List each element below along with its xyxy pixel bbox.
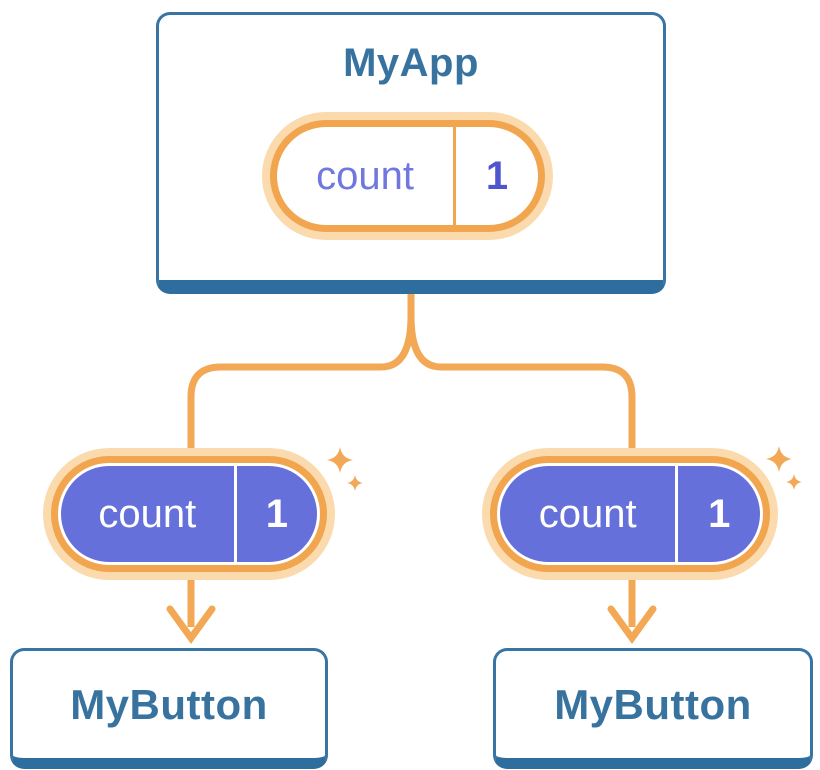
- arrow-down-icon: [166, 578, 216, 644]
- node-card-myapp: MyApp count 1: [156, 12, 666, 294]
- node-card-mybutton-right: MyButton: [493, 648, 813, 769]
- state-value: 1: [708, 491, 731, 536]
- node-label: MyButton: [554, 680, 752, 728]
- state-name: count: [316, 153, 414, 198]
- right-branch-line: [407, 315, 636, 452]
- pill-divider: [453, 127, 457, 225]
- pill-divider: [675, 466, 679, 562]
- state-value: 1: [265, 491, 288, 536]
- state-pill: count 1: [58, 463, 320, 565]
- state-name: count: [538, 491, 637, 536]
- state-value: 1: [485, 153, 509, 198]
- left-branch-line: [187, 315, 415, 452]
- state-pill: count 1: [277, 127, 538, 225]
- state-name: count: [98, 491, 197, 536]
- pill-divider: [233, 466, 237, 562]
- arrow-down-icon: [607, 578, 657, 644]
- node-label: MyApp: [343, 41, 479, 85]
- node-label: MyButton: [70, 680, 268, 728]
- sparkle-icon: [327, 447, 363, 491]
- state-pill: count 1: [497, 463, 763, 565]
- node-card-mybutton-left: MyButton: [10, 648, 328, 769]
- sparkle-icon: [766, 446, 802, 490]
